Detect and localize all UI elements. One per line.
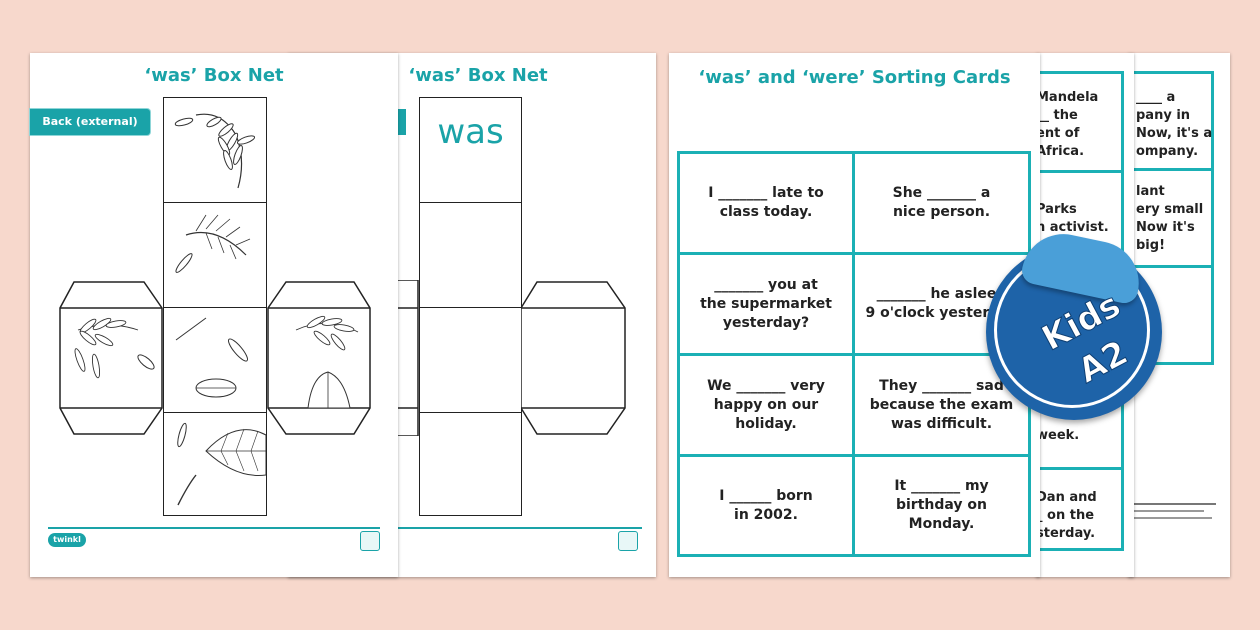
box-net-front-sheet: ‘was’ Box Net was bbox=[288, 53, 656, 577]
footer-line bbox=[396, 527, 642, 529]
card-fragment: week. bbox=[1036, 428, 1080, 443]
card-fragment: Dan and _ on the sterday. bbox=[1036, 490, 1097, 541]
sorting-card: It _______ my birthday on Monday. bbox=[852, 454, 1031, 557]
card-text: They _______ sad because the exam was di… bbox=[869, 377, 1014, 432]
card bbox=[1036, 71, 1124, 173]
net-right-flap bbox=[267, 281, 371, 435]
twinkl-logo: twinkl bbox=[48, 533, 86, 547]
level-badge: Kids A2 bbox=[986, 226, 1162, 420]
net-face-center bbox=[163, 307, 267, 413]
card-text: We _______ very happy on our holiday. bbox=[707, 377, 825, 432]
card-text: _______ he asleep 9 o'clock yesterday bbox=[865, 286, 1018, 321]
sorting-card: I ______ born in 2002. bbox=[677, 454, 855, 557]
net-left-flap bbox=[396, 280, 419, 436]
twinkl-logo-text: twinkl bbox=[53, 535, 81, 544]
card-text: It _______ my birthday on Monday. bbox=[894, 478, 989, 532]
card-text: I _______ late to class today. bbox=[708, 185, 824, 220]
footer-line bbox=[48, 527, 380, 529]
footer-badge-icon bbox=[618, 531, 638, 551]
card-text: She _______ a nice person. bbox=[892, 185, 991, 220]
card bbox=[1036, 467, 1124, 551]
net-face-top: was bbox=[419, 97, 522, 203]
card-fragment: lant ery small Now it's big! bbox=[1136, 184, 1204, 253]
net-face bbox=[163, 202, 267, 308]
section-tag-label: Back (external) bbox=[42, 115, 138, 128]
card-text: _______ you at the supermarket yesterday… bbox=[700, 276, 832, 331]
page-title: ‘was’ Box Net bbox=[144, 65, 284, 86]
card-fragment: Mandela __ the ent of Africa. bbox=[1036, 90, 1099, 159]
net-bottom-left-flap bbox=[58, 435, 164, 437]
net-left-flap bbox=[59, 281, 163, 435]
net-right-flap bbox=[521, 281, 626, 435]
card-fragment: Parks n activist. bbox=[1036, 202, 1109, 235]
sorting-card: I _______ late to class today. bbox=[677, 151, 855, 255]
net-face bbox=[419, 412, 522, 516]
fine-print bbox=[1134, 503, 1220, 519]
net-face bbox=[419, 307, 522, 413]
net-face-top bbox=[163, 97, 267, 203]
net-word: was bbox=[437, 112, 504, 152]
section-tag: Back (external) bbox=[30, 109, 150, 135]
page-title: ‘was’ and ‘were’ Sorting Cards bbox=[698, 67, 1011, 88]
sorting-card: We _______ very happy on our holiday. bbox=[677, 353, 855, 457]
card-fragment: ____ a pany in Now, it's a ompany. bbox=[1136, 90, 1213, 159]
leaf-icon bbox=[175, 214, 251, 273]
net-face bbox=[163, 412, 267, 516]
leaf-icon bbox=[177, 422, 266, 506]
card-text: I ______ born in 2002. bbox=[719, 487, 813, 523]
leaf-icon bbox=[175, 317, 249, 398]
box-net-back-sheet: ‘was’ Box Net Back (external) bbox=[30, 53, 398, 577]
leaf-icon bbox=[174, 113, 256, 189]
sorting-card: _______ you at the supermarket yesterday… bbox=[677, 252, 855, 356]
card-grid: ____ a pany in Now, it's a ompany. lant … bbox=[1128, 71, 1214, 419]
footer-badge-icon bbox=[360, 531, 380, 551]
card-grid: I _______ late to class today. She _____… bbox=[677, 151, 1031, 557]
sorting-cards-sheet: ‘was’ and ‘were’ Sorting Cards I _______… bbox=[669, 53, 1040, 577]
sorting-card: She _______ a nice person. bbox=[852, 151, 1031, 255]
net-face bbox=[419, 202, 522, 308]
page-title: ‘was’ Box Net bbox=[408, 65, 548, 86]
